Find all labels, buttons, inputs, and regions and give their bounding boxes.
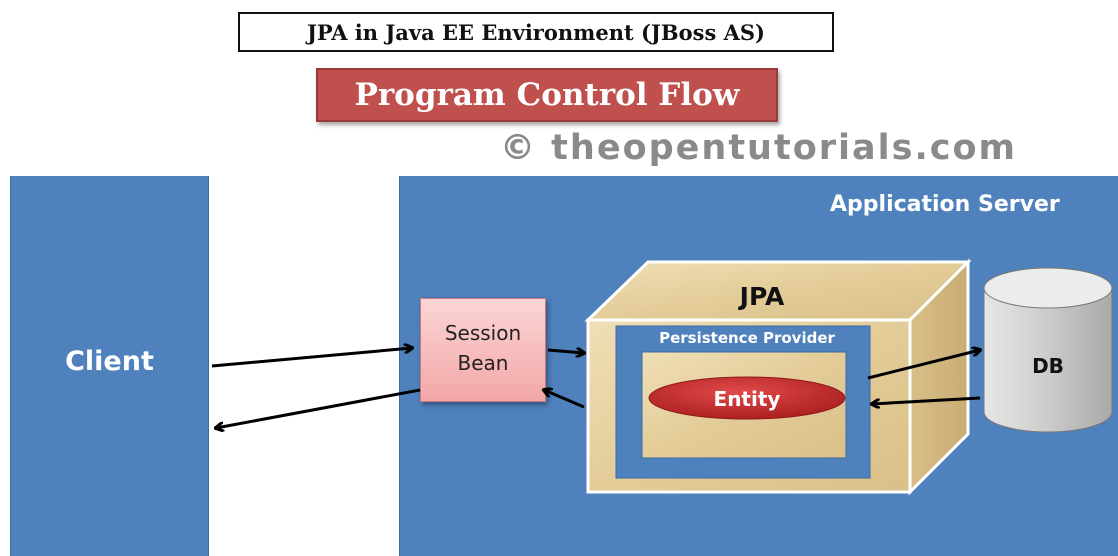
jpa-label: JPA [738, 282, 785, 311]
client-label: Client [65, 346, 154, 377]
client-panel [10, 176, 209, 556]
arrow-db-to-entity [872, 396, 981, 404]
session-bean-label-line2: Bean [457, 351, 509, 375]
arrow-entity-to-db [867, 350, 980, 380]
flow-arrows [211, 348, 981, 428]
arrow-bean-to-client [216, 388, 421, 428]
arrow-bean-to-jpa [547, 350, 584, 353]
arrow-client-to-bean [211, 348, 412, 368]
entity-ellipse [648, 376, 846, 420]
db-label: DB [1032, 354, 1064, 378]
persistence-provider-label: Persistence Provider [659, 329, 835, 347]
db-cylinder-top [983, 267, 1113, 309]
arrow-jpa-to-bean [544, 390, 585, 409]
copyright-watermark: © theopentutorials.com [500, 128, 1018, 168]
db-cylinder-body [983, 288, 1113, 433]
session-bean-box: Session Bean [420, 298, 546, 402]
diagram-title: JPA in Java EE Environment (JBoss AS) [238, 12, 834, 52]
application-server-label: Application Server [830, 192, 1060, 217]
diagram-subtitle: Program Control Flow [316, 68, 778, 122]
entity-label: Entity [714, 387, 781, 411]
db-cylinder [983, 267, 1113, 433]
session-bean-label-line1: Session [444, 321, 522, 345]
